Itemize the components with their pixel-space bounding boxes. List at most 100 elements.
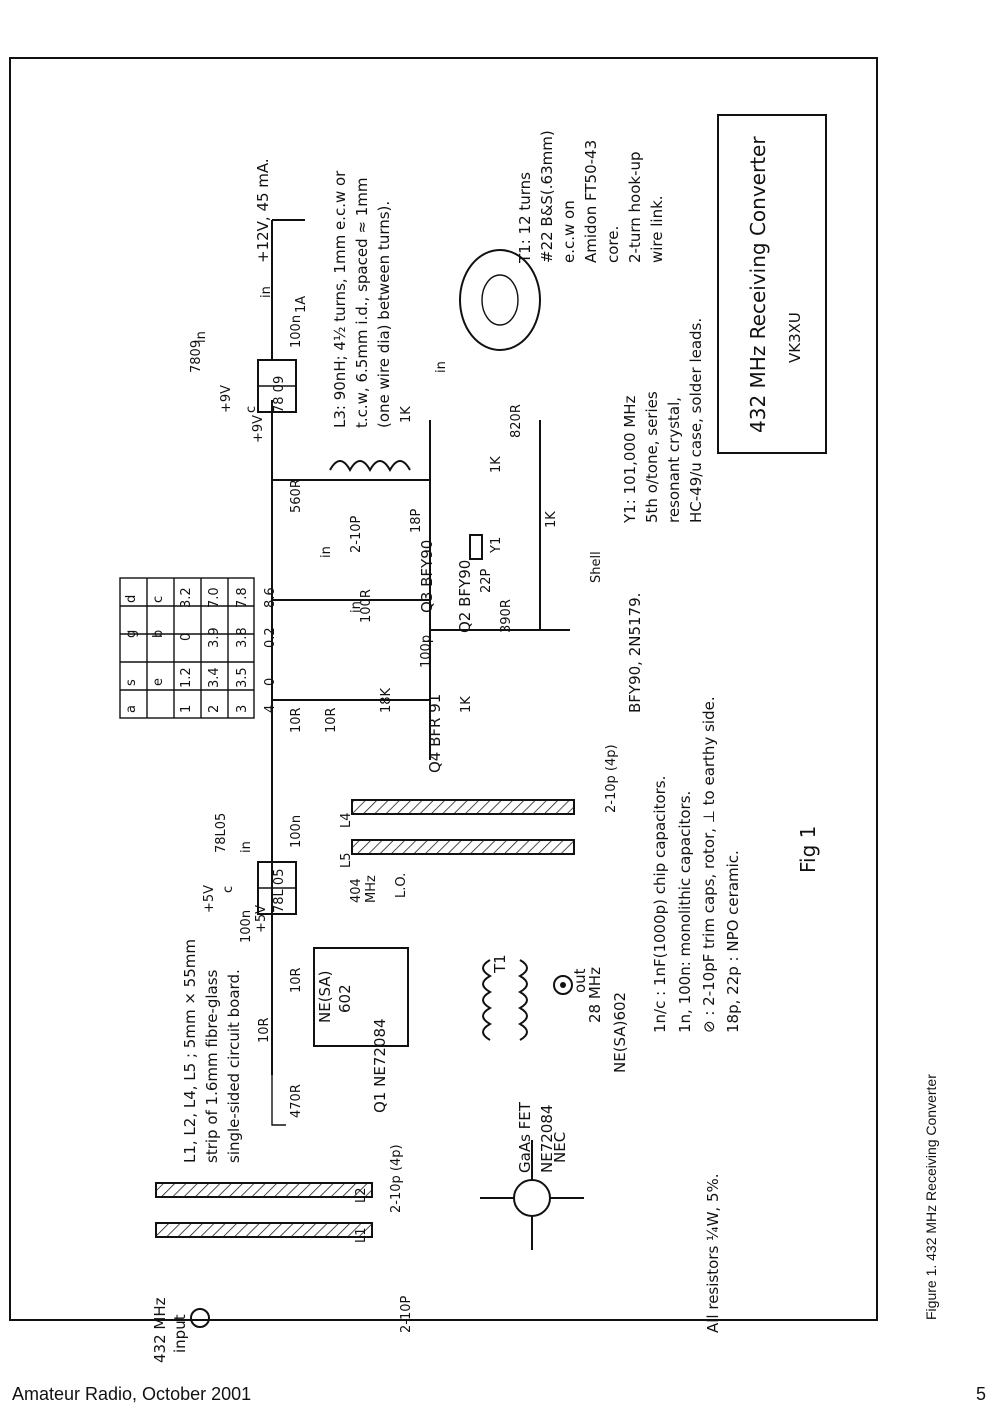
resistor-1k-d: 1K [544, 511, 559, 528]
reg-box-7809-a: 78 09 [272, 376, 287, 413]
resistor-10r-d: 10R [324, 707, 339, 733]
footer-publication: Amateur Radio, October 2001 [12, 1384, 252, 1404]
pin-table-r3-c2: 3.8 [235, 627, 250, 648]
resistor-470r: 470R [289, 1084, 304, 1118]
regulator-7809-label: 7809 [189, 340, 204, 373]
diagram-frame [9, 57, 878, 1321]
resistor-1k-b: 1K [399, 406, 414, 423]
cap-trim-b: 2-10p (4p) [389, 1144, 404, 1213]
figure-caption: Figure 1. 432 MHz Receiving Converter [923, 1074, 939, 1320]
t1-note-line6: 2-turn hook-up [626, 151, 644, 263]
ic-label-2: 602 [336, 984, 354, 1013]
output-connector [553, 975, 573, 995]
resistor-18k: 18K [379, 687, 394, 713]
strip-line-l4 [351, 799, 575, 815]
figure-label: Fig 1 [796, 826, 820, 873]
pin-table-r0-c2: b [151, 630, 166, 638]
plus5v-label-reg: +5V [202, 885, 217, 913]
crystal-y1-drawing [469, 534, 483, 560]
c-label-78l05: c [221, 886, 236, 893]
ic-ne602-box [313, 947, 409, 1047]
pin-table-r2-c1: 3.4 [207, 667, 222, 688]
in-label-l3: in [319, 546, 334, 558]
lines-note-line3: single-sided circuit board. [225, 969, 243, 1163]
caps-note-line4: 18p, 22p : NPO ceramic. [724, 850, 742, 1033]
in-label-78l05: in [239, 841, 254, 853]
pin-table-r4-c1: 0 [263, 678, 278, 686]
lo-label-3: L.O. [394, 873, 409, 898]
t1-note-line5: core. [604, 226, 622, 263]
pin-table-r3-c1: 3.5 [235, 667, 250, 688]
resistor-10r-b: 10R [289, 967, 304, 993]
coil-l5-label: L5 [339, 852, 354, 868]
pin-table-r3-c0: 3 [235, 705, 250, 713]
caps-note-line3: ⊘ : 2-10pF trim caps, rotor, ⊥ to earthy… [700, 696, 718, 1033]
output-label-1: out [571, 968, 589, 993]
pin-table-r1-c1: 1.2 [179, 667, 194, 688]
q4-label: Q4 BFR 91 [426, 694, 444, 773]
transformer-t1-drawing [482, 959, 493, 1041]
t1-note-line2: #22 B&S(.63mm) [538, 130, 556, 263]
in-label-q2: in [434, 361, 449, 373]
resistor-10r-a: 10R [257, 1017, 272, 1043]
pin-table-header-a: a [124, 705, 139, 713]
resistor-820r: 820R [509, 404, 524, 438]
resistor-560r: 560R [289, 479, 304, 513]
reg-box-78l05-a: 78L 05 [272, 869, 287, 913]
pin-table-r4-c2: 0.2 [263, 627, 278, 648]
pin-table-r3-c3: 7.8 [235, 587, 250, 608]
gaasfet-label-1: GaAs FET [516, 1101, 534, 1173]
cap-100n-a: 100n [239, 910, 254, 943]
t1-note-line3: e.c.w on [560, 200, 578, 263]
pin-table-text: a s g d e b c 1 1.2 0 3.2 2 3.4 3.9 7.0 … [124, 587, 278, 713]
cap-18p: 18P [409, 508, 424, 533]
lines-note-line2: strip of 1.6mm fibre-glass [203, 969, 221, 1163]
strip-line-l1 [155, 1222, 373, 1238]
cap-trim-d: 2-10P [349, 515, 364, 553]
pin-table-r4-c0: 4 [263, 705, 278, 713]
l3-note-line2: t.c.w, 6.5mm i.d., spaced ≈ 1mm [353, 178, 371, 428]
bfy90-note: BFY90, 2N5179. [626, 593, 644, 713]
toroid-drawing [459, 249, 541, 351]
in-label-mid: in [349, 601, 364, 613]
cap-100n-b: 100n [289, 815, 304, 848]
lo-label-2: MHz [364, 875, 379, 903]
coil-l3-drawing [329, 460, 411, 473]
regulator-78l05-label: 78L05 [214, 813, 229, 853]
cap-100n-c: 100n [289, 315, 304, 348]
y1-note-line2: 5th o/tone, series [643, 391, 661, 523]
coil-l2-label: L2 [354, 1187, 369, 1203]
t1-note-line1: T1: 12 turns [516, 172, 534, 264]
q3-label: Q3 BFY90 [418, 540, 436, 613]
t1-note-line7: wire link. [648, 195, 666, 263]
footer-page-number: 5 [975, 1384, 986, 1404]
cap-trim-c: 2-10P [399, 1295, 414, 1333]
plus9v-label-rail: +9V [251, 415, 266, 443]
c-label-7809: c [244, 406, 259, 413]
in-label-supply: in [259, 286, 274, 298]
lo-label-1: 404 [349, 878, 364, 903]
pin-table-r2-c2: 3.9 [207, 627, 222, 648]
plus9v-label-reg: +9V [219, 385, 234, 413]
pin-table-r1-c0: 1 [179, 705, 194, 713]
diode-1a-label: 1A [294, 296, 309, 313]
lines-note-line1: L1, L2, L4, L5 ; 5mm × 55mm [181, 939, 199, 1163]
y1-note-line4: HC-49/u case, solder leads. [687, 318, 705, 523]
supply-label: +12V, 45 mA. [254, 158, 272, 263]
in-label-7809: in [194, 331, 209, 343]
q1-label: Q1 NE72084 [371, 1018, 389, 1113]
resistors-note: All resistors ¼W, 5%. [704, 1173, 722, 1333]
caps-note-line2: 1n, 100n: monolithic capacitors. [676, 791, 694, 1033]
coil-l4-label: L4 [339, 812, 354, 828]
y1-note-line3: resonant crystal, [665, 397, 683, 523]
q2-label: Q2 BFY90 [456, 560, 474, 633]
input-label-2: input [171, 1314, 189, 1353]
gaasfet-label-3: NEC [551, 1132, 569, 1163]
pin-table-r2-c3: 7.0 [207, 587, 222, 608]
caps-note-line1: 1n/c : 1nF(1000p) chip capacitors. [651, 776, 669, 1033]
input-label-1: 432 MHz [151, 1297, 169, 1363]
l3-note-line1: L3: 90nH; 4½ turns, 1mm e.c.w or [331, 170, 349, 428]
cap-trim-a: 2-10p (4p) [604, 744, 619, 813]
